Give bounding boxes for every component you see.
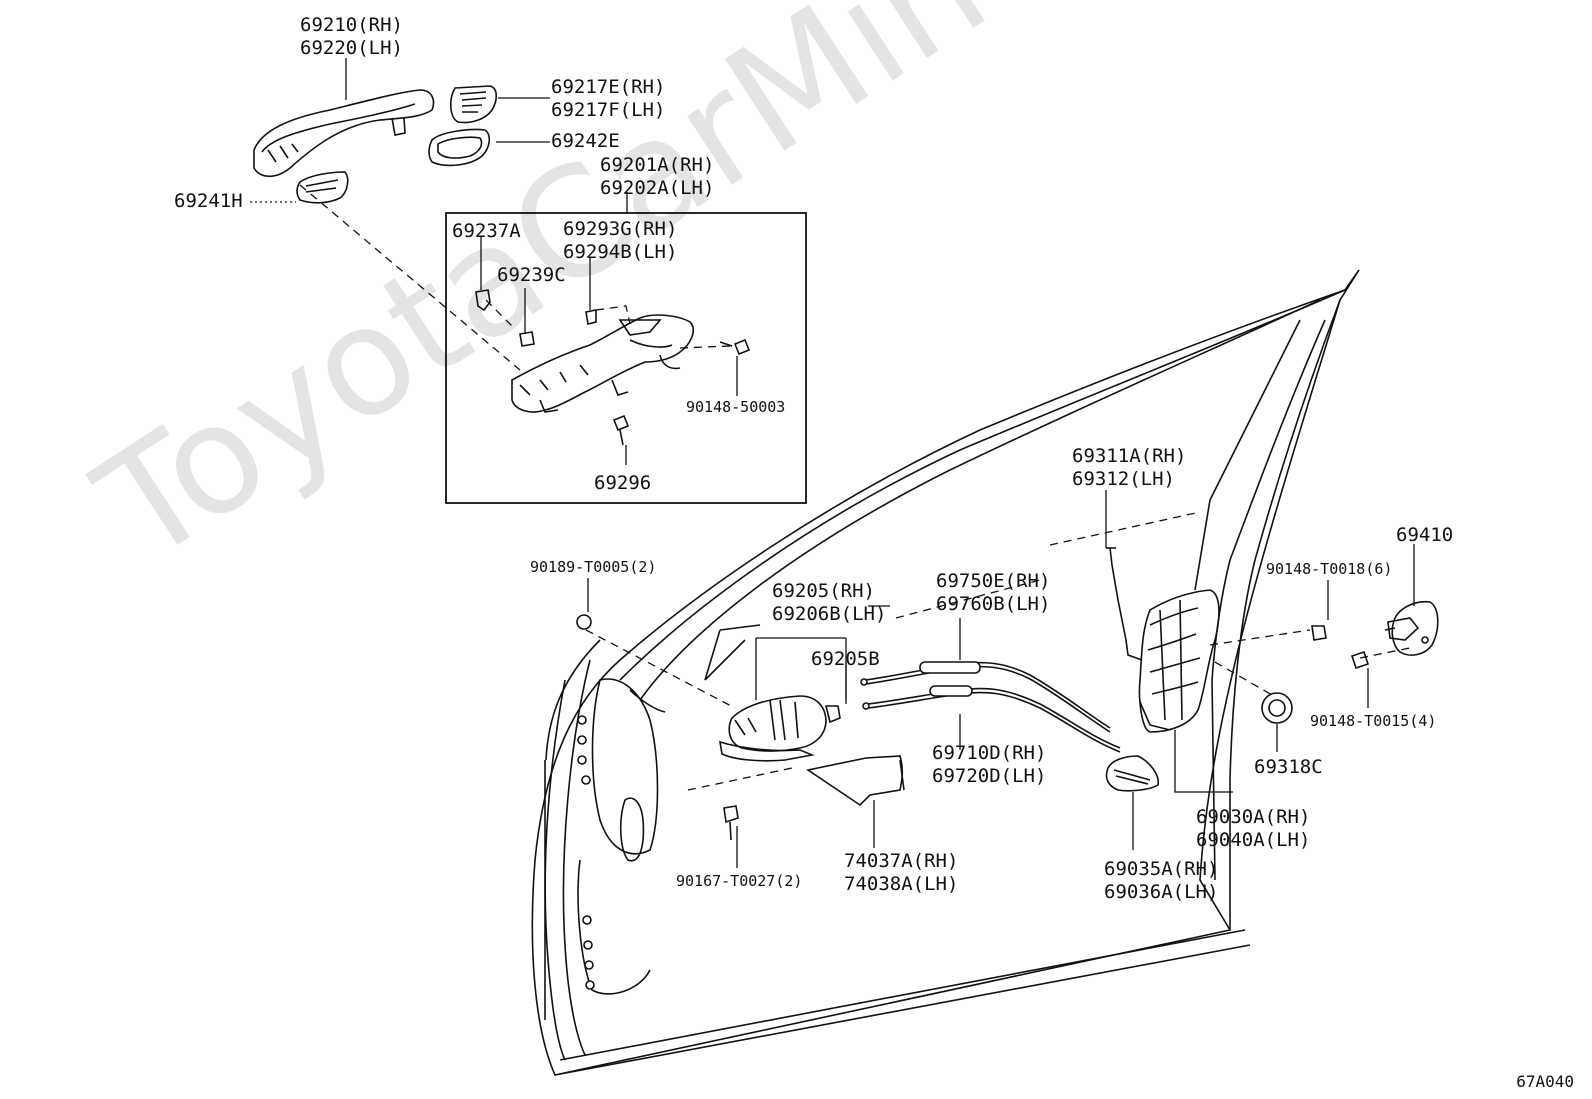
label-69242: 69242E: [551, 130, 620, 153]
label-line: 69202A(LH): [600, 177, 715, 199]
label-69201: 69201A(RH) 69202A(LH): [600, 154, 714, 200]
inside-handle-bezel: [824, 705, 841, 724]
outside-handle: [253, 89, 435, 178]
bolt-lower: [612, 414, 630, 446]
inside-handle: [718, 695, 827, 762]
handle-frame: [511, 314, 695, 413]
label-line: 69318C: [1254, 756, 1323, 778]
label-69035: 69035A(RH) 69036A(LH): [1104, 858, 1218, 904]
label-90148-t0018: 90148-T0018(6): [1266, 560, 1392, 579]
label-line: 69217F(LH): [551, 99, 666, 121]
label-line: 69311A(RH): [1072, 445, 1187, 467]
label-line: 90148-T0015(4): [1310, 712, 1437, 730]
label-line: 69035A(RH): [1104, 858, 1219, 880]
bolt-90167: [723, 805, 739, 841]
label-74037: 74037A(RH) 74038A(LH): [844, 850, 958, 896]
label-line: 69294B(LH): [563, 241, 678, 263]
label-90167: 90167-T0027(2): [676, 872, 802, 891]
label-line: 69750E(RH): [936, 570, 1051, 592]
label-line: 90167-T0027(2): [676, 872, 803, 890]
label-69296: 69296: [594, 472, 651, 495]
label-line: 69239C: [497, 264, 566, 286]
label-69311: 69311A(RH) 69312(LH): [1072, 445, 1186, 491]
label-69750: 69750E(RH) 69760B(LH): [936, 570, 1050, 616]
label-90148-t0015: 90148-T0015(4): [1310, 712, 1436, 731]
nut-90189: [576, 614, 592, 630]
cable-69710: [862, 685, 1121, 753]
label-line: 69217E(RH): [551, 76, 666, 98]
diagram-code: 67A040: [1516, 1072, 1574, 1091]
dashed-lines: [299, 184, 1411, 791]
label-line: 69036A(LH): [1104, 881, 1219, 903]
label-69210: 69210(RH) 69220(LH): [300, 14, 403, 60]
label-line: 69293G(RH): [563, 218, 678, 240]
label-line: 69205(RH): [772, 580, 875, 602]
label-line: 69237A: [452, 220, 521, 242]
label-line: 90148-50003: [686, 398, 786, 416]
label-line: 90189-T0005(2): [530, 558, 657, 576]
label-line: 69410: [1396, 524, 1454, 546]
clip: [475, 289, 491, 312]
lock-cover: [1105, 755, 1160, 792]
cable-69750: [860, 661, 1111, 733]
label-69241: 69241H: [174, 190, 243, 213]
label-90148-50003: 90148-50003: [686, 398, 785, 417]
door-holes: [577, 715, 595, 990]
label-line: 74038A(LH): [844, 873, 959, 895]
label-line: 69720D(LH): [932, 765, 1047, 787]
handle-cap: [449, 85, 498, 124]
label-69293: 69293G(RH) 69294B(LH): [563, 218, 677, 264]
label-69217: 69217E(RH) 69217F(LH): [551, 76, 665, 122]
label-line: 69220(LH): [300, 37, 403, 59]
label-69205: 69205(RH) 69206B(LH): [772, 580, 886, 626]
screw-2: [1350, 650, 1370, 670]
grommet: [1261, 692, 1293, 724]
lock-rod: [1106, 547, 1143, 661]
label-90189: 90189-T0005(2): [530, 558, 656, 577]
label-line: 69296: [594, 472, 652, 494]
label-line: 69241H: [174, 190, 243, 212]
cushion: [519, 331, 535, 347]
label-69318: 69318C: [1254, 756, 1323, 779]
screw-1: [1311, 625, 1327, 641]
frame-assembly-box: [445, 212, 807, 504]
label-line: 69210(RH): [300, 14, 403, 36]
label-69710: 69710D(RH) 69720D(LH): [932, 742, 1046, 788]
striker: [1384, 600, 1439, 656]
door-frame: [531, 269, 1360, 1076]
leader-lines: [250, 58, 1415, 868]
label-69239: 69239C: [497, 264, 566, 287]
label-line: 74037A(RH): [844, 850, 959, 872]
label-69030: 69030A(RH) 69040A(LH): [1196, 806, 1310, 852]
handle-pad: [428, 128, 491, 167]
label-line: 69710D(RH): [932, 742, 1047, 764]
label-line: 69040A(LH): [1196, 829, 1311, 851]
door-lock: [1138, 589, 1220, 733]
label-69237: 69237A: [452, 220, 521, 243]
label-line: 69242E: [551, 130, 620, 152]
label-69410: 69410: [1396, 524, 1453, 547]
label-69205b: 69205B: [811, 648, 880, 671]
protector: [805, 755, 905, 807]
label-line: 69030A(RH): [1196, 806, 1311, 828]
keyhole-cap: [296, 171, 349, 204]
label-line: 69760B(LH): [936, 593, 1051, 615]
label-line: 90148-T0018(6): [1266, 560, 1393, 578]
label-line: 69312(LH): [1072, 468, 1175, 490]
small-clip: [585, 309, 597, 325]
label-line: 69205B: [811, 648, 880, 670]
label-line: 69206B(LH): [772, 603, 887, 625]
label-line: 69201A(RH): [600, 154, 715, 176]
bolt-right: [719, 338, 751, 356]
